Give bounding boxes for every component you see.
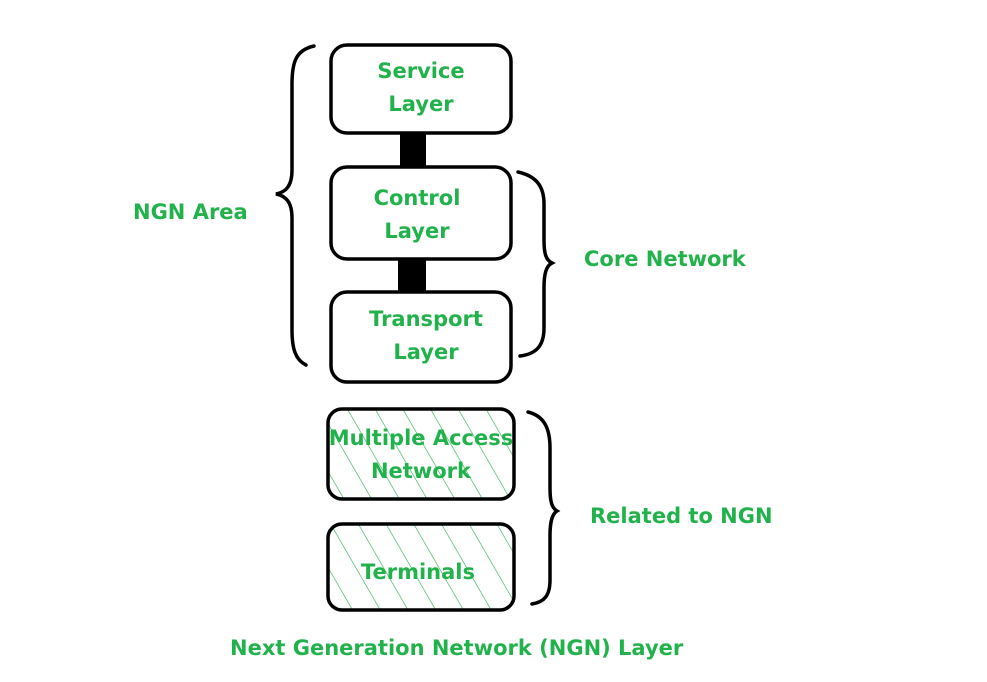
- core-network-label: Core Network: [584, 247, 746, 271]
- access-network-box: [326, 407, 516, 501]
- control-layer-box: [329, 165, 513, 261]
- connector-service-control: [400, 132, 426, 168]
- ngn-area-brace: [275, 44, 316, 367]
- related-ngn-label: Related to NGN: [590, 504, 773, 528]
- diagram-caption: Next Generation Network (NGN) Layer: [230, 636, 684, 660]
- service-layer-label: Service Layer: [331, 55, 511, 121]
- transport-layer-label: Transport Layer: [336, 303, 516, 369]
- transport-layer-line-1: Transport: [369, 307, 483, 331]
- ngn-area-label: NGN Area: [133, 200, 248, 224]
- transport-layer-line-2: Layer: [393, 340, 459, 364]
- service-layer-line-2: Layer: [388, 92, 454, 116]
- terminals-label: Terminals: [325, 556, 511, 589]
- access-network-line-2: Network: [370, 459, 471, 483]
- connector-control-transport: [398, 257, 426, 293]
- core-network-brace: [516, 170, 556, 358]
- access-network-label: Multiple Access Network: [328, 422, 514, 488]
- service-layer-box: [329, 43, 513, 135]
- control-layer-line-1: Control: [373, 186, 461, 210]
- terminals-box: [326, 522, 516, 612]
- terminals-line-1: Terminals: [360, 560, 476, 584]
- access-network-line-1: Multiple Access: [328, 426, 514, 450]
- control-layer-line-2: Layer: [384, 219, 450, 243]
- related-ngn-brace: [526, 410, 561, 606]
- transport-layer-box: [329, 290, 513, 384]
- service-layer-line-1: Service: [377, 59, 465, 83]
- control-layer-label: Control Layer: [327, 182, 507, 248]
